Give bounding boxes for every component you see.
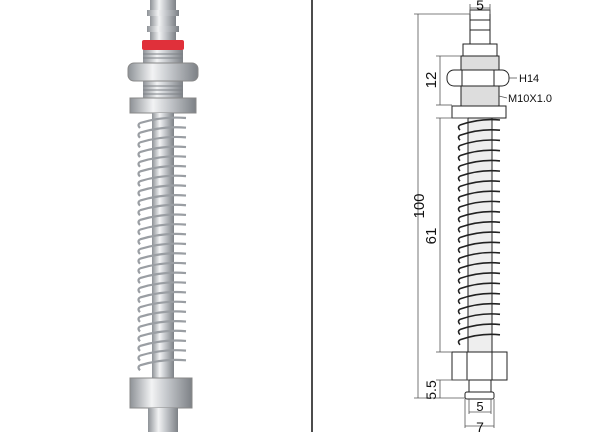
spring-coil — [457, 323, 501, 336]
spring-coil — [457, 333, 501, 346]
spring-coil — [137, 339, 187, 352]
spring-coil — [137, 126, 187, 139]
spring-coil — [137, 174, 187, 187]
spring-coil — [137, 145, 187, 158]
spring-coil — [137, 349, 187, 362]
spring-coil — [137, 203, 187, 217]
spring-coil — [457, 180, 501, 192]
spring-coil — [137, 242, 187, 255]
spring-coil — [137, 281, 187, 294]
dim-thread-length: 12 — [423, 72, 440, 89]
spring-coil — [457, 292, 501, 305]
spring-coil — [137, 358, 187, 372]
spring-coil — [137, 329, 187, 343]
spring-coil — [457, 149, 501, 162]
tip — [148, 408, 178, 432]
dim-tip-length: 5.5 — [423, 380, 439, 400]
spring-coil — [137, 271, 187, 284]
spring-coil — [137, 223, 187, 236]
technical-drawing — [414, 4, 517, 428]
spring-coil — [137, 135, 187, 149]
dim-top-width: 5 — [476, 0, 484, 13]
dim-tip-inner: 5 — [476, 399, 483, 414]
spring-coil — [137, 213, 187, 226]
dim-thread-spec: M10X1.0 — [508, 93, 552, 105]
spring-coil — [137, 310, 187, 323]
spring-coil — [457, 169, 501, 182]
spring-coil — [137, 116, 187, 129]
spring-coil — [137, 184, 187, 197]
spring-coil — [457, 282, 501, 295]
spring-coil — [137, 320, 187, 333]
spring — [137, 116, 187, 372]
dim-spring-length: 61 — [423, 228, 440, 245]
spring-coil — [457, 231, 501, 244]
spring-coil — [137, 252, 187, 265]
hex-nut — [127, 62, 199, 82]
spring-coil — [457, 210, 501, 223]
spring-coil — [137, 194, 187, 207]
dim-hex-size: H14 — [519, 73, 539, 85]
spring-coil — [137, 261, 187, 275]
spring-coil — [457, 302, 501, 315]
dim-tip-outer: 7 — [476, 419, 484, 432]
spring-coil — [137, 155, 187, 168]
spring-coil — [457, 159, 501, 172]
spring-coil — [457, 200, 501, 213]
spring-coil — [457, 118, 501, 131]
spring-coil — [457, 221, 501, 233]
spring-coil — [457, 261, 501, 274]
barb-fitting — [150, 0, 176, 40]
spring-coil — [457, 241, 501, 254]
spring-coil — [457, 190, 501, 203]
spring-coil — [457, 251, 501, 264]
spring-coil — [457, 272, 501, 284]
spring-drawing — [457, 118, 501, 346]
spring-coil — [137, 290, 187, 304]
spring-coil — [137, 300, 187, 313]
spring-coil — [457, 139, 501, 152]
seal-ring — [142, 40, 184, 50]
shaft — [152, 113, 174, 381]
spring-coil — [137, 232, 187, 246]
dim-total-length: 100 — [411, 193, 428, 218]
spring-coil — [457, 313, 501, 325]
product-photo — [127, 0, 199, 432]
spring-coil — [457, 128, 501, 141]
spring-coil — [137, 164, 187, 178]
lock-nut — [129, 97, 197, 114]
bottom-nut — [129, 377, 193, 409]
